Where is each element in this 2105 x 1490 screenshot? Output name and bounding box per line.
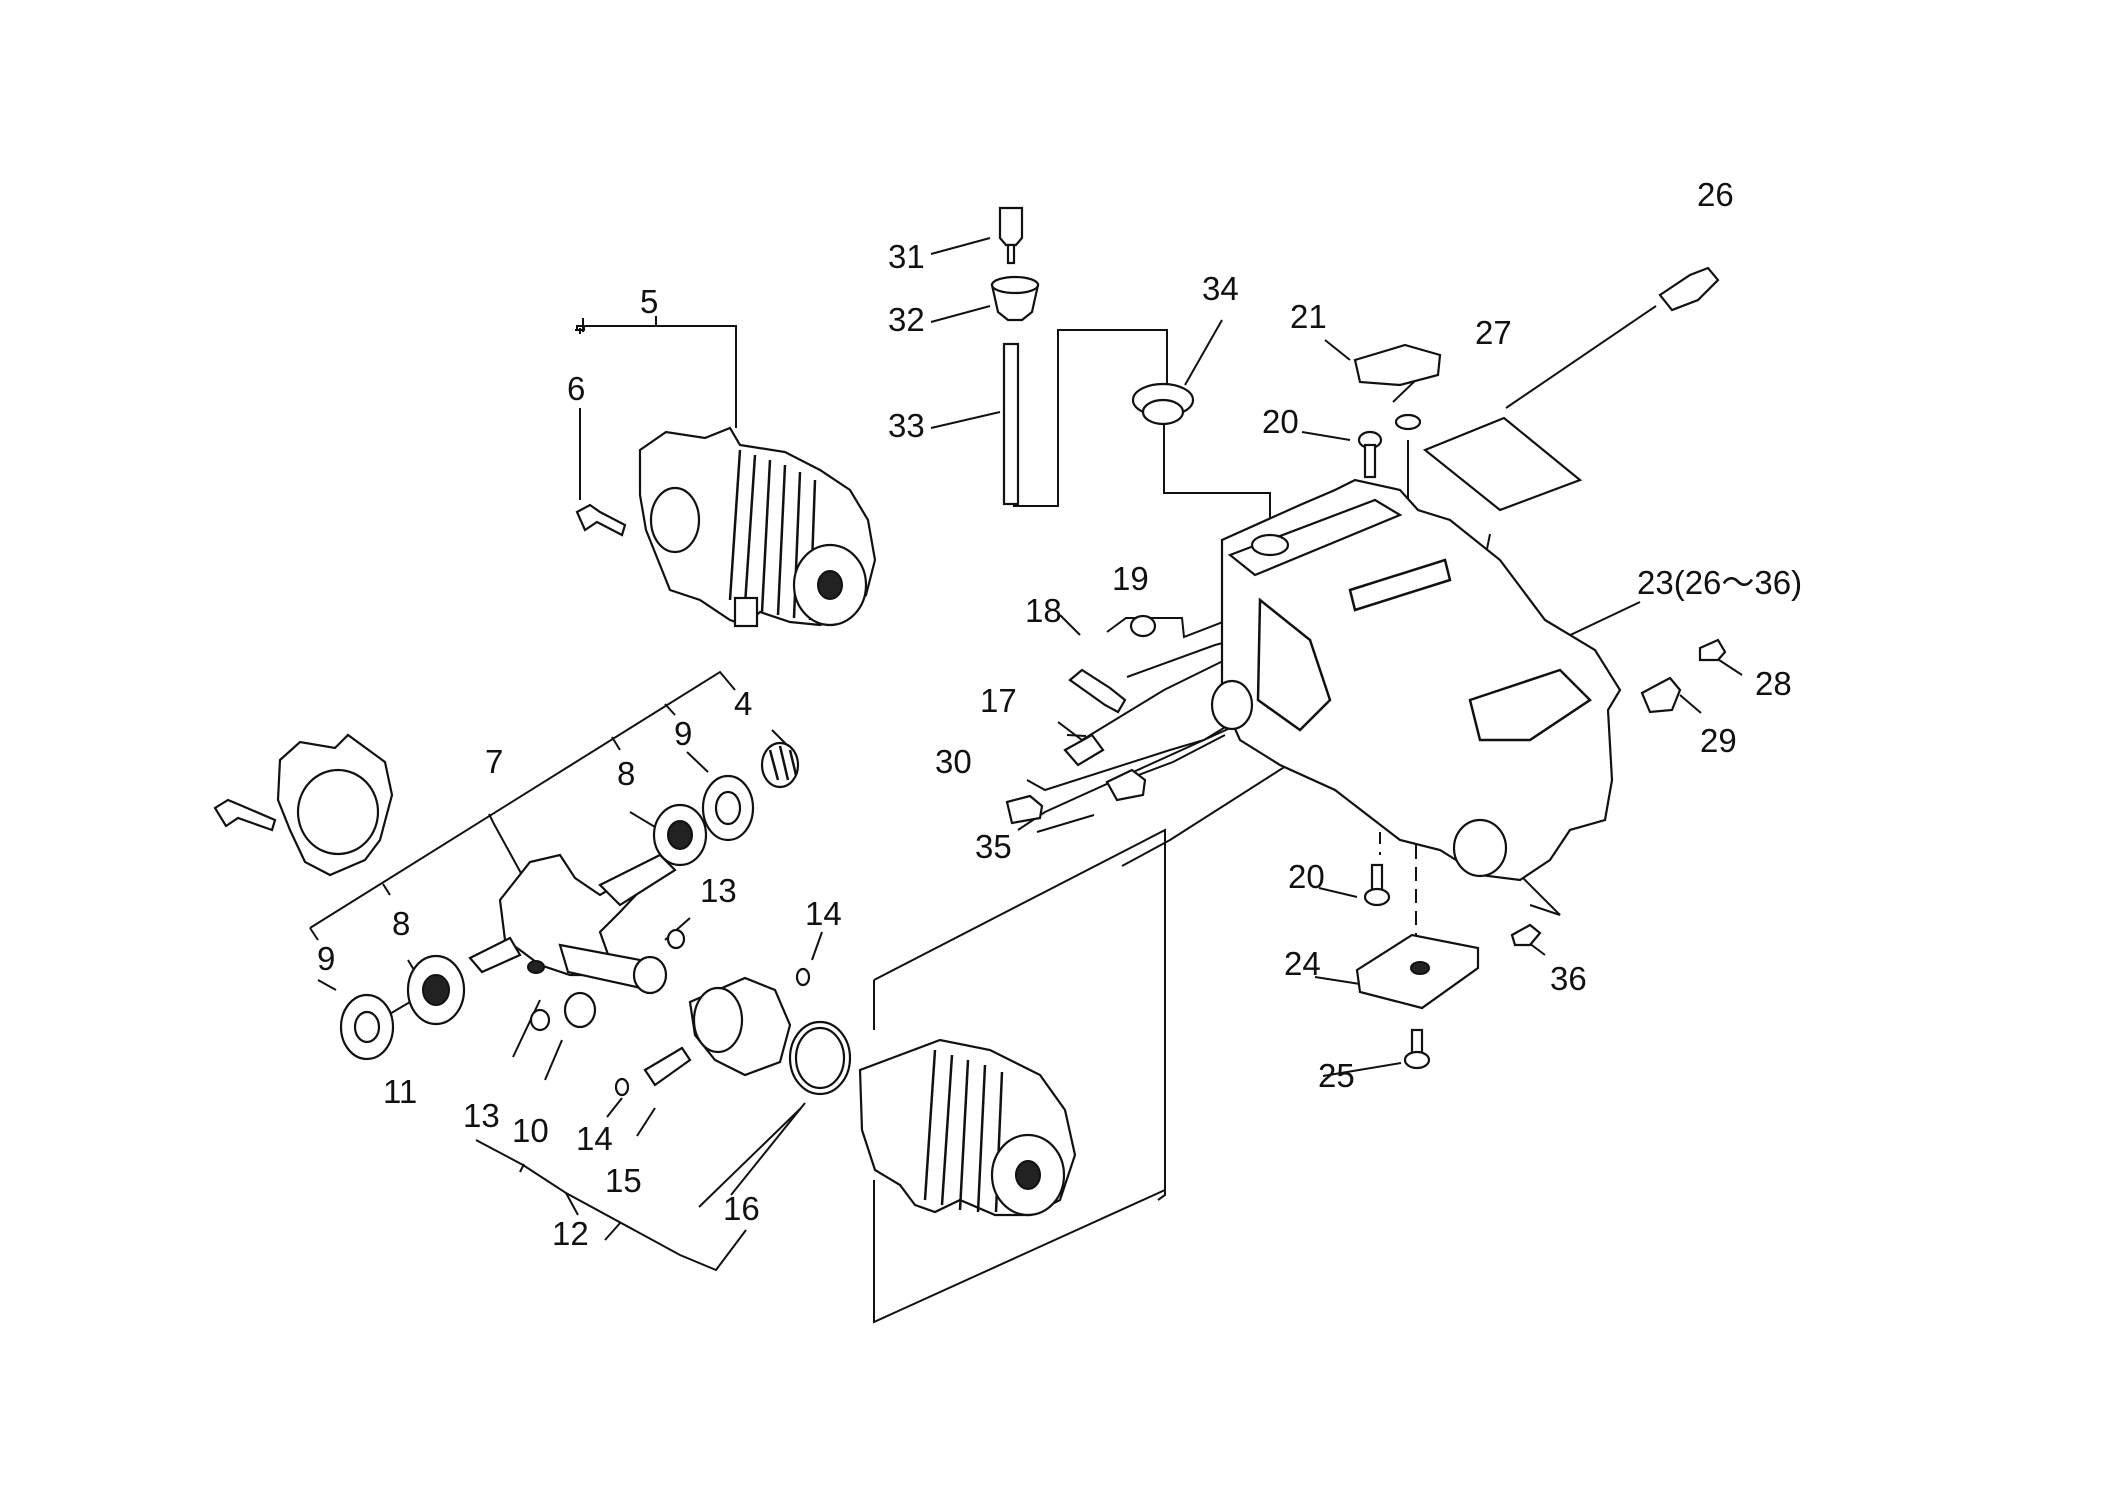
callout-21: 21	[1290, 298, 1327, 335]
cylinder-assembly-upper	[638, 426, 877, 628]
grommet-34	[1131, 382, 1195, 426]
callout-18: 18	[1025, 592, 1062, 629]
callout-14-upper: 14	[805, 895, 842, 932]
crankcase-23	[1210, 478, 1622, 882]
oil-seal-9-lower	[339, 993, 395, 1061]
callout-34: 34	[1202, 270, 1239, 307]
callout-20-top: 20	[1262, 403, 1299, 440]
screw-20-top	[1357, 430, 1383, 479]
callout-8-lower: 8	[392, 905, 410, 942]
bolt-6	[575, 503, 627, 537]
callout-20-bottom: 20	[1288, 858, 1325, 895]
callout-25: 25	[1318, 1057, 1355, 1094]
callout-19: 19	[1112, 560, 1149, 597]
callout-32: 32	[888, 301, 925, 338]
callout-31: 31	[888, 238, 925, 275]
washer-13-lower	[529, 1008, 551, 1032]
bolt-28	[1698, 638, 1727, 662]
filter-cap-31	[998, 206, 1024, 265]
bushing-17	[1063, 733, 1105, 767]
callout-17: 17	[980, 682, 1017, 719]
oil-seal-9-upper	[701, 774, 755, 842]
gasket-23	[1422, 416, 1583, 512]
callout-26: 26	[1697, 176, 1734, 213]
callout-9-lower: 9	[317, 940, 335, 977]
callout-10: 10	[512, 1112, 549, 1149]
callout-13-lower: 13	[463, 1097, 500, 1134]
callout-14-lower: 14	[576, 1120, 613, 1157]
circlip-14-lower	[614, 1077, 630, 1097]
bolt-left	[213, 798, 277, 832]
bearing-8-upper	[652, 803, 708, 867]
plug-19	[1129, 614, 1157, 638]
button-21	[1353, 343, 1442, 387]
plug-26	[1658, 266, 1720, 312]
pad-30	[1005, 794, 1044, 825]
piston-pin-15	[643, 1046, 692, 1087]
callout-15: 15	[605, 1162, 642, 1199]
cylinder-lower	[858, 1038, 1077, 1217]
spring-4	[760, 741, 800, 789]
callout-13-upper: 13	[700, 872, 737, 909]
callout-7: 7	[485, 743, 503, 780]
screw-20-bottom	[1363, 863, 1391, 907]
needle-bearing-10	[563, 991, 597, 1029]
screw-25	[1403, 1028, 1431, 1070]
callout-11: 11	[383, 1073, 417, 1110]
callouts: 4 5 6 7 8 8 9 9 10 11 12 13 13 14 14 15 …	[317, 176, 1802, 1252]
circlip-14-upper	[795, 967, 811, 987]
callout-30: 30	[935, 743, 972, 780]
callout-6: 6	[567, 370, 585, 407]
lever-18	[1068, 668, 1127, 714]
callout-12: 12	[552, 1215, 589, 1252]
callout-4: 4	[734, 685, 752, 722]
callout-24: 24	[1284, 945, 1321, 982]
callout-9-upper: 9	[674, 715, 692, 752]
fuel-filter-32	[990, 275, 1040, 322]
fuel-pipe-33	[1002, 342, 1020, 506]
bracket-29	[1640, 676, 1682, 714]
callout-8-upper: 8	[617, 755, 635, 792]
callout-35: 35	[975, 828, 1012, 865]
callout-28: 28	[1755, 665, 1792, 702]
cap-27	[1394, 413, 1422, 431]
callout-27: 27	[1475, 314, 1512, 351]
crankcase-half-left	[276, 733, 394, 877]
callout-23: 23(26～36)	[1637, 564, 1802, 601]
pin-36	[1510, 923, 1542, 947]
piston-16	[688, 976, 792, 1077]
callout-33: 33	[888, 407, 925, 444]
washer-13-upper	[666, 928, 686, 950]
callout-5: 5	[640, 283, 658, 320]
bracket-35	[1105, 768, 1147, 802]
callout-16: 16	[723, 1190, 760, 1227]
piston-ring-16	[788, 1020, 852, 1096]
crankshaft-7	[468, 853, 677, 995]
callout-29: 29	[1700, 722, 1737, 759]
plate-24	[1355, 933, 1480, 1010]
key-11	[527, 960, 545, 974]
bearing-8-lower	[406, 954, 466, 1026]
callout-36: 36	[1550, 960, 1587, 997]
